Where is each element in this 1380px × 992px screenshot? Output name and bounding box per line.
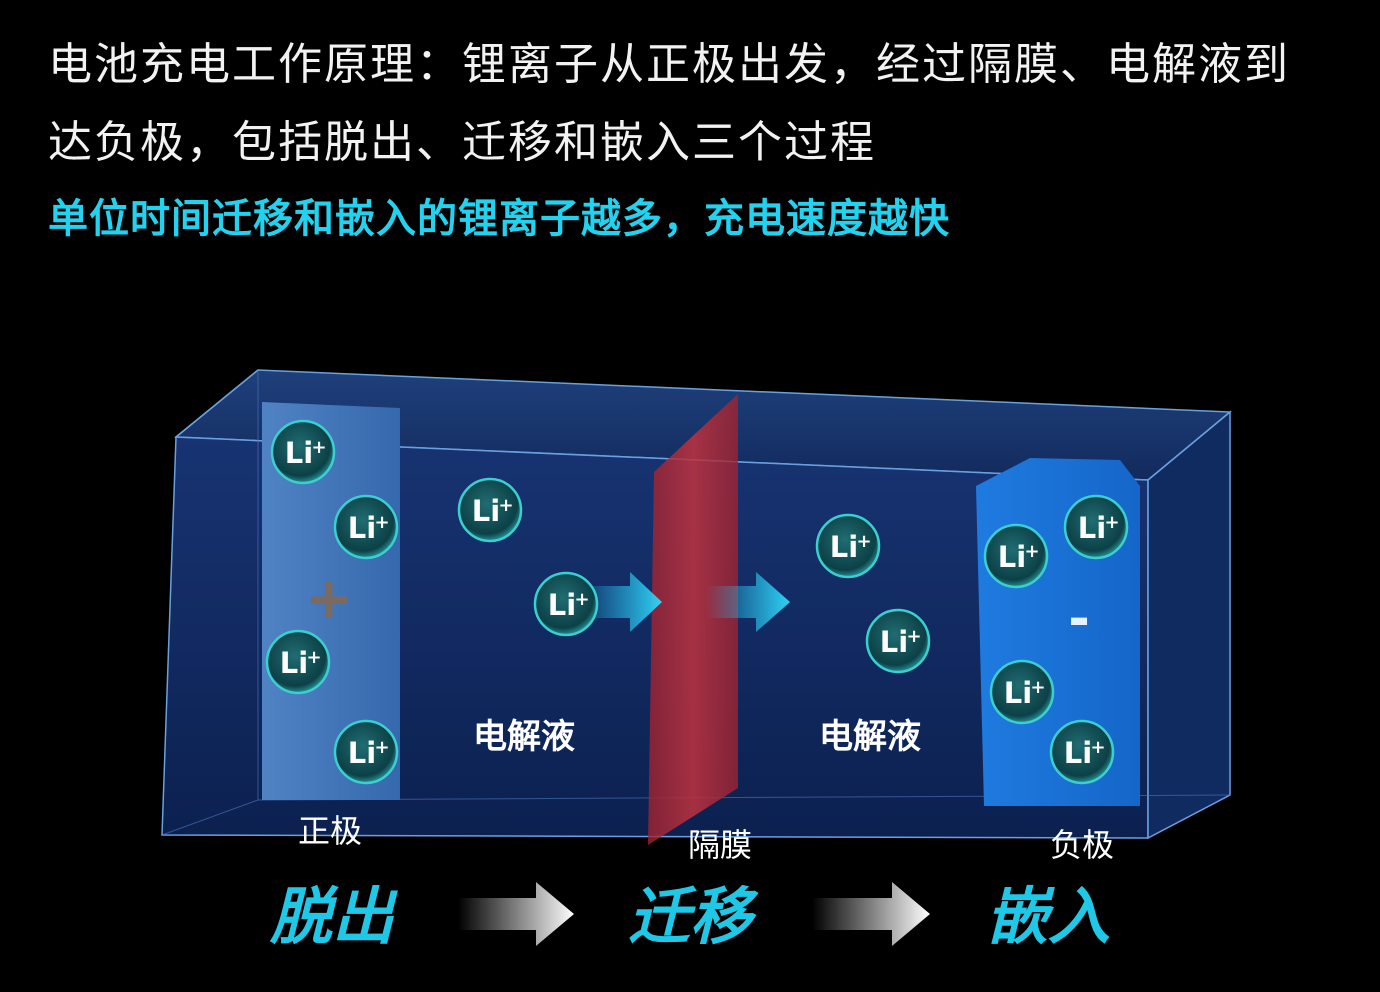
li-ion-charge: + bbox=[306, 647, 321, 668]
li-ion-label: Li bbox=[285, 436, 313, 470]
li-ion-label: Li bbox=[1064, 736, 1092, 770]
li-ion-label: Li bbox=[1004, 676, 1032, 710]
li-ion-charge: + bbox=[856, 531, 871, 552]
process-step-deintercalation: 脱出 bbox=[269, 880, 398, 953]
li-ion-label: Li bbox=[548, 588, 576, 622]
li-ion: Li+ bbox=[989, 659, 1055, 725]
li-ion-charge: + bbox=[574, 589, 589, 610]
li-ion: Li+ bbox=[865, 608, 931, 674]
li-ion-charge: + bbox=[1090, 737, 1105, 758]
li-ion: Li+ bbox=[1063, 494, 1129, 560]
minus-sign: - bbox=[1068, 589, 1090, 649]
migration-arrow-left bbox=[578, 572, 662, 632]
title-line-1: 电池充电工作原理：锂离子从正极出发，经过隔膜、电解液到 bbox=[48, 39, 1290, 90]
li-ion-label: Li bbox=[1078, 511, 1106, 545]
separator-label: 隔膜 bbox=[688, 826, 752, 864]
electrolyte-label-right: 电解液 bbox=[819, 717, 921, 757]
li-ion-charge: + bbox=[906, 626, 921, 647]
process-arrow-2 bbox=[812, 882, 930, 946]
li-ion: Li+ bbox=[533, 571, 599, 637]
li-ion: Li+ bbox=[815, 513, 881, 579]
li-ion: Li+ bbox=[983, 523, 1049, 589]
li-ion-charge: + bbox=[374, 512, 389, 533]
li-ion: Li+ bbox=[1049, 719, 1115, 785]
electrolyte-label-left: 电解液 bbox=[473, 717, 575, 757]
li-ion-charge: + bbox=[498, 495, 513, 516]
li-ion: Li+ bbox=[265, 629, 331, 695]
li-ion: Li+ bbox=[457, 477, 523, 543]
li-ion: Li+ bbox=[333, 719, 399, 785]
li-ion-label: Li bbox=[830, 530, 858, 564]
li-ion-label: Li bbox=[472, 494, 500, 528]
li-ion-label: Li bbox=[880, 625, 908, 659]
li-ion-charge: + bbox=[1024, 541, 1039, 562]
li-ion: Li+ bbox=[270, 419, 336, 485]
process-step-intercalation: 嵌入 bbox=[986, 880, 1110, 953]
li-ion-charge: + bbox=[1104, 512, 1119, 533]
separator-membrane bbox=[648, 394, 738, 845]
li-ion-charge: + bbox=[311, 437, 326, 458]
plus-sign: + bbox=[305, 564, 354, 632]
migration-arrow-right bbox=[706, 572, 790, 632]
box-right-face bbox=[1147, 410, 1231, 840]
li-ion-label: Li bbox=[348, 511, 376, 545]
li-ion-charge: + bbox=[1030, 677, 1045, 698]
title-line-2: 达负极，包括脱出、迁移和嵌入三个过程 bbox=[48, 117, 876, 168]
highlight-line: 单位时间迁移和嵌入的锂离子越多，充电速度越快 bbox=[48, 196, 950, 242]
li-ion-charge: + bbox=[374, 737, 389, 758]
positive-label: 正极 bbox=[298, 812, 362, 850]
negative-label: 负极 bbox=[1050, 826, 1114, 864]
lithium-ions: Li+Li+Li+Li+Li+Li+Li+Li+Li+Li+Li+Li+ bbox=[265, 419, 1129, 785]
li-ion-label: Li bbox=[280, 646, 308, 680]
process-step-migration: 迁移 bbox=[628, 880, 759, 953]
process-arrow-1 bbox=[458, 882, 574, 946]
li-ion-label: Li bbox=[348, 736, 376, 770]
li-ion: Li+ bbox=[333, 494, 399, 560]
li-ion-label: Li bbox=[998, 540, 1026, 574]
